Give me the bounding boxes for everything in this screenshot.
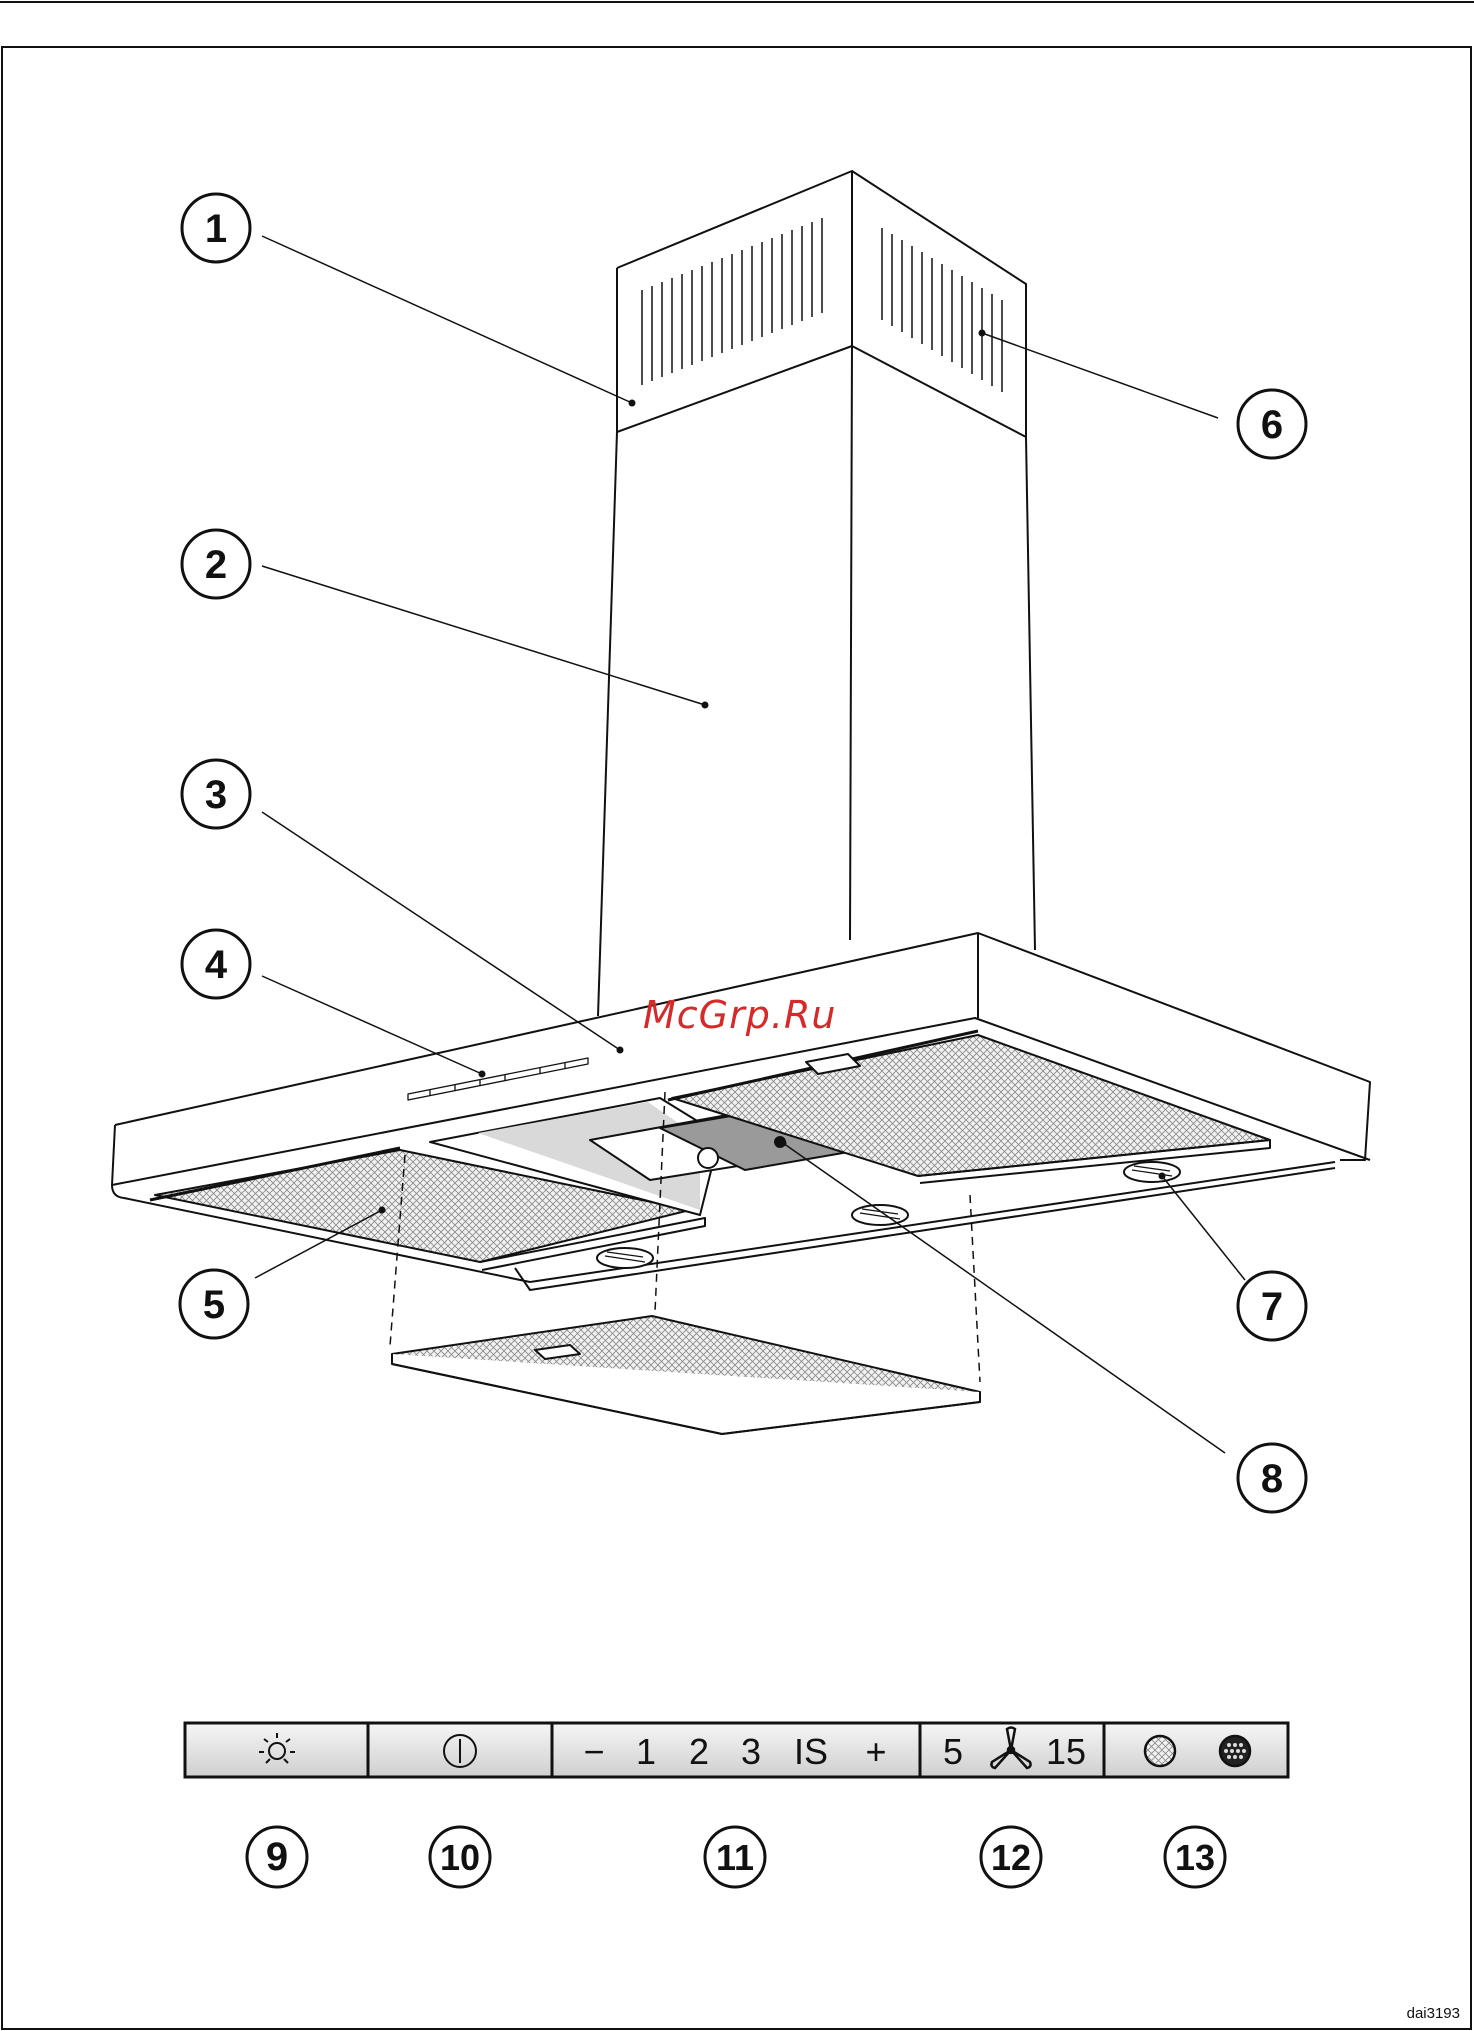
callout-1: 1 xyxy=(182,194,250,262)
callout-4: 4 xyxy=(182,930,250,998)
callout-11: 11 xyxy=(705,1827,765,1887)
svg-text:13: 13 xyxy=(1175,1837,1215,1878)
svg-text:12: 12 xyxy=(991,1837,1031,1878)
reference-code: dai3193 xyxy=(1407,2005,1460,2022)
svg-text:1: 1 xyxy=(205,207,227,251)
callout-12: 12 xyxy=(981,1827,1041,1887)
speed-minus-button[interactable]: − xyxy=(583,1731,604,1772)
svg-text:11: 11 xyxy=(716,1837,754,1878)
svg-text:6: 6 xyxy=(1261,403,1283,447)
callout-3: 3 xyxy=(182,760,250,828)
svg-text:4: 4 xyxy=(205,943,228,987)
speed-1-button[interactable]: 1 xyxy=(636,1731,656,1772)
grease-filter-icon xyxy=(1145,1736,1175,1766)
svg-text:2: 2 xyxy=(205,543,227,587)
svg-text:9: 9 xyxy=(266,1835,288,1879)
upper-chimney xyxy=(617,171,1026,437)
svg-text:8: 8 xyxy=(1261,1457,1283,1501)
power-button[interactable] xyxy=(369,1724,551,1776)
svg-text:7: 7 xyxy=(1261,1285,1283,1329)
callout-13: 13 xyxy=(1165,1827,1225,1887)
timer-15-button[interactable]: 15 xyxy=(1046,1731,1086,1772)
callout-6: 6 xyxy=(1238,390,1306,458)
leader-lines xyxy=(255,236,1245,1453)
control-panel: − 1 2 3 IS + 5 15 xyxy=(185,1723,1288,1777)
intensive-speed-button[interactable]: IS xyxy=(794,1731,828,1772)
svg-text:3: 3 xyxy=(205,773,227,817)
callout-8: 8 xyxy=(1238,1444,1306,1512)
light-button[interactable] xyxy=(186,1724,367,1776)
callout-9: 9 xyxy=(247,1827,307,1887)
timer-5-button[interactable]: 5 xyxy=(943,1731,963,1772)
speed-plus-button[interactable]: + xyxy=(865,1731,886,1772)
callout-10: 10 xyxy=(430,1827,490,1887)
speed-3-button[interactable]: 3 xyxy=(741,1731,761,1772)
svg-text:5: 5 xyxy=(203,1283,225,1327)
watermark: McGrp.Ru xyxy=(643,993,836,1037)
callout-2: 2 xyxy=(182,530,250,598)
charcoal-filter-icon xyxy=(1220,1736,1250,1766)
callout-5: 5 xyxy=(180,1270,248,1338)
callout-7: 7 xyxy=(1238,1272,1306,1340)
panel-callouts: 9 10 11 12 13 xyxy=(247,1827,1225,1887)
removed-grease-filter xyxy=(392,1316,980,1434)
svg-text:10: 10 xyxy=(440,1837,480,1878)
callouts: 1 2 3 4 5 6 7 8 xyxy=(180,194,1306,1512)
lower-chimney xyxy=(598,346,1035,1016)
speed-2-button[interactable]: 2 xyxy=(689,1731,709,1772)
